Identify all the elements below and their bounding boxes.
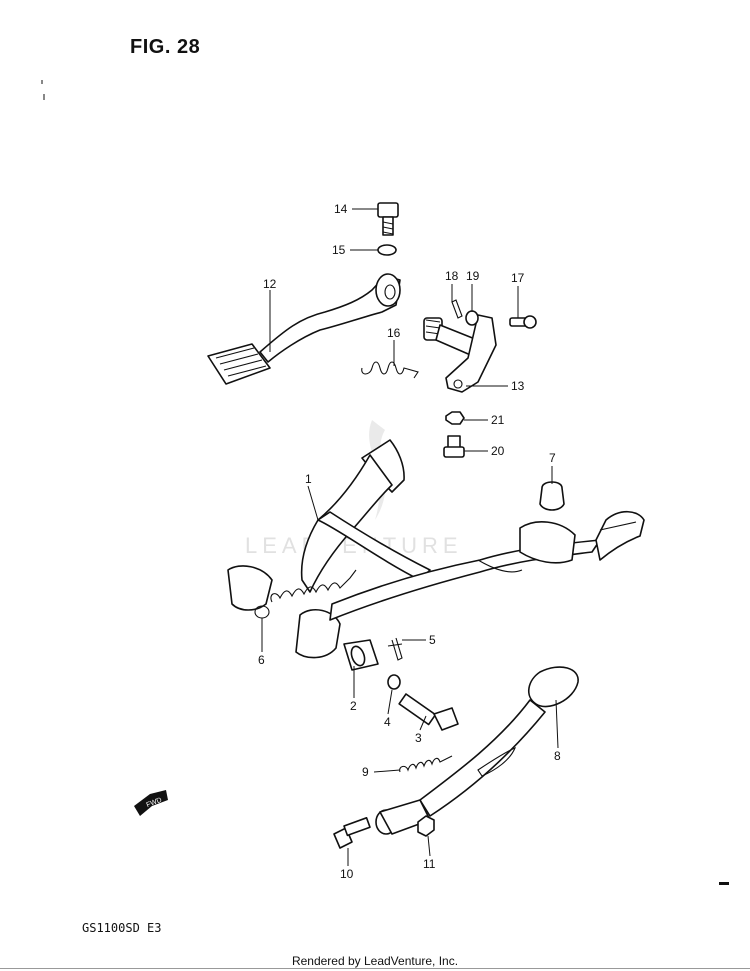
scan-marks [41,80,729,885]
part-6-ring [254,605,270,619]
callout-21: 21 [491,413,505,427]
part-11-nut [417,815,435,837]
part-20-bolt [443,435,465,458]
part-16-spring [361,361,419,379]
side-stand-bracket [375,799,431,835]
part-21-nut [445,411,465,425]
part-4-washer [387,674,401,690]
part-5-clip [387,637,403,661]
callout-14: 14 [334,202,348,216]
leader-lines [261,208,559,866]
callout-17: 17 [511,271,525,285]
part-7-stopper [539,481,565,511]
callout-7: 7 [549,451,556,465]
part-2-collar [343,639,379,671]
callout-5: 5 [429,633,436,647]
part-9-spring [399,755,453,773]
callout-20: 20 [491,444,505,458]
callout-1: 1 [305,472,312,486]
stand-spring [270,569,357,603]
callout-19: 19 [466,269,480,283]
model-code: GS1100SD E3 [82,921,162,935]
part-14-bolt [377,202,399,236]
callout-18: 18 [445,269,459,283]
callout-13: 13 [511,379,525,393]
callout-8: 8 [554,749,561,763]
callout-6: 6 [258,653,265,667]
callout-4: 4 [384,715,391,729]
part-3-bolt [398,693,459,731]
figure-title: FIG. 28 [130,36,201,58]
footer-rule [0,968,750,969]
part-17-pin [509,315,537,329]
callout-labels: 14 15 12 16 18 19 17 13 21 20 7 1 6 5 2 … [258,202,561,881]
callout-15: 15 [332,243,346,257]
footer-credit: Rendered by LeadVenture, Inc. [291,954,459,968]
part-15-washer [377,244,397,256]
callout-11: 11 [423,857,436,871]
part-12-brake-pedal [207,273,401,385]
callout-12: 12 [263,277,277,291]
callout-3: 3 [415,731,422,745]
callout-10: 10 [340,867,354,881]
callout-9: 9 [362,765,369,779]
part-19-washer [465,310,479,326]
part-10-bolt [333,816,371,849]
part-13-brake-arm [423,314,497,393]
callout-16: 16 [387,326,401,340]
part-1-center-stand [227,439,645,659]
callout-2: 2 [350,699,357,713]
part-8-side-stand [419,666,579,817]
fwd-arrow-icon: FWD [134,790,168,816]
part-18-cotter-pin [451,299,463,319]
